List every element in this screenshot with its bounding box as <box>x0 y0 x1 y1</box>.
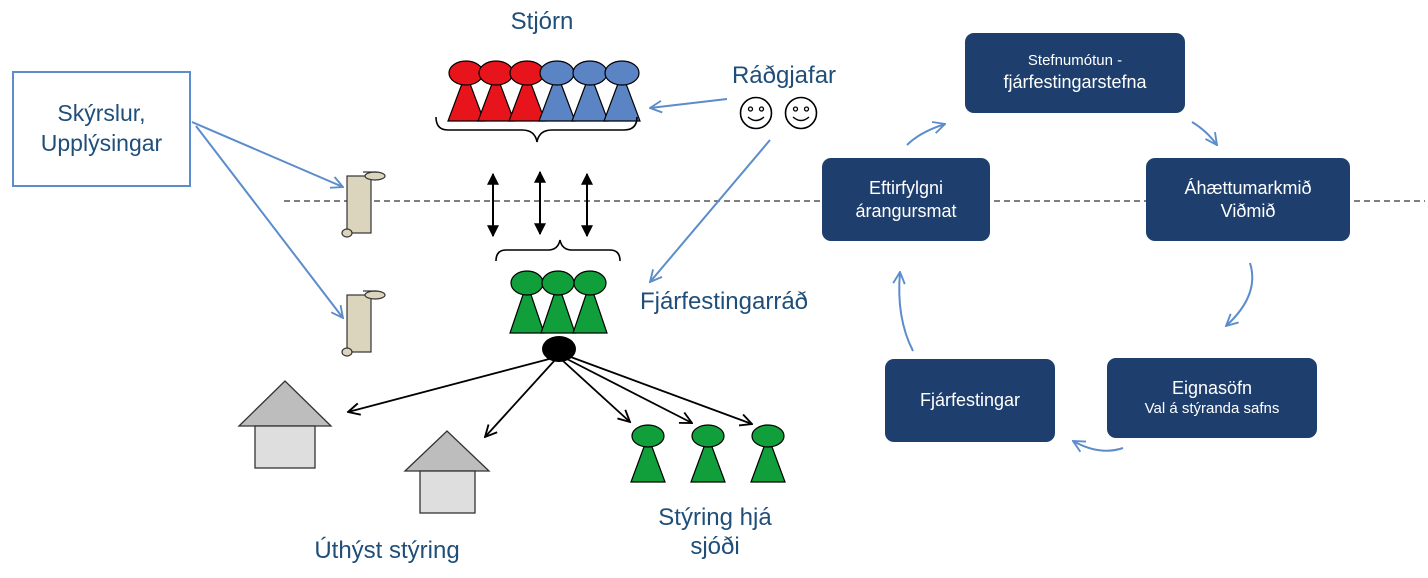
process-box-eignasofn: Eignasöfn Val á stýranda safns <box>1107 358 1317 438</box>
board-brace <box>435 116 638 143</box>
arrow-reports-to-scroll-1 <box>191 121 343 187</box>
committee-brace <box>495 239 621 262</box>
smiley-icon-2 <box>784 96 818 130</box>
process-box-eignasofn-line2: Val á stýranda safns <box>1144 399 1280 417</box>
board-member-figure <box>603 60 641 122</box>
process-box-eftirfylgni-line2: árangursmat <box>855 200 957 221</box>
reports-box-line1: Skýrslur, <box>57 100 146 127</box>
arrow-advisors-to-committee <box>650 139 771 282</box>
board-label: Stjórn <box>510 8 574 35</box>
reports-box: Skýrslur, Upplýsingar <box>12 71 191 187</box>
process-box-eignasofn-line1: Eignasöfn <box>1171 378 1253 399</box>
house-icon-2 <box>403 430 491 514</box>
board-member-figure <box>447 60 485 122</box>
process-box-stefnumotun-line2: fjárfestingarstefna <box>1003 72 1147 93</box>
arrow-to-house-2 <box>485 359 556 437</box>
board-member-figure <box>538 60 576 122</box>
board-figures <box>447 60 641 122</box>
board-member-figure <box>571 60 609 122</box>
arrow-advisors-to-board <box>650 98 728 108</box>
fund-manager-figure <box>750 424 786 483</box>
committee-member-figure <box>572 270 608 334</box>
cycle-arrow-3 <box>1226 262 1254 326</box>
arrow-to-house-1 <box>348 357 554 412</box>
committee-member-figure <box>540 270 576 334</box>
investment-committee-label: Fjárfestingarráð <box>639 288 809 315</box>
scroll-icon-2 <box>341 290 386 357</box>
process-box-stefnumotun-line1: Stefnumótun - <box>1027 52 1123 70</box>
process-box-fjarfestingar: Fjárfestingar <box>885 359 1055 442</box>
house-icon-1 <box>237 380 333 469</box>
cycle-arrow-1 <box>906 124 945 146</box>
reports-box-line2: Upplýsingar <box>40 130 163 156</box>
scroll-icon-1 <box>341 171 386 238</box>
fund-manager-figure <box>690 424 726 483</box>
arrow-reports-to-scroll-2 <box>195 125 343 318</box>
fund-management-label-line2: sjóði <box>690 532 740 560</box>
outsourced-management-label: Úthýst stýring <box>314 537 460 564</box>
fund-management-label-line1: Stýring hjá <box>658 504 772 531</box>
advisors-label: Ráðgjafar <box>731 62 837 89</box>
process-box-eftirfylgni: Eftirfylgni árangursmat <box>822 158 990 241</box>
smiley-icon-1 <box>739 96 773 130</box>
process-box-stefnumotun: Stefnumótun - fjárfestingarstefna <box>965 33 1185 113</box>
process-box-ahaettumarkmid-line2: Viðmið <box>1220 200 1276 221</box>
process-box-ahaettumarkmid-line1: Áhættumarkmið <box>1184 178 1312 198</box>
cycle-arrow-5 <box>899 272 914 352</box>
cycle-arrow-2 <box>1191 121 1217 145</box>
board-member-figure <box>508 60 546 122</box>
hub-node <box>542 336 576 362</box>
board-member-figure <box>477 60 515 122</box>
process-box-fjarfestingar-line1: Fjárfestingar <box>919 390 1021 411</box>
fund-manager-figure <box>630 424 666 483</box>
committee-figures <box>509 270 608 334</box>
arrow-to-fund-1 <box>561 359 630 422</box>
process-box-ahaettumarkmid: Áhættumarkmið Viðmið <box>1146 158 1350 241</box>
fund-figures <box>630 424 786 483</box>
process-box-eftirfylgni-line1: Eftirfylgni <box>868 178 944 198</box>
fund-management-label: Stýring hjá sjóði <box>655 504 775 562</box>
arrow-to-fund-3 <box>567 355 752 424</box>
cycle-arrow-4 <box>1073 441 1124 451</box>
arrow-to-fund-2 <box>564 357 692 423</box>
committee-member-figure <box>509 270 545 334</box>
